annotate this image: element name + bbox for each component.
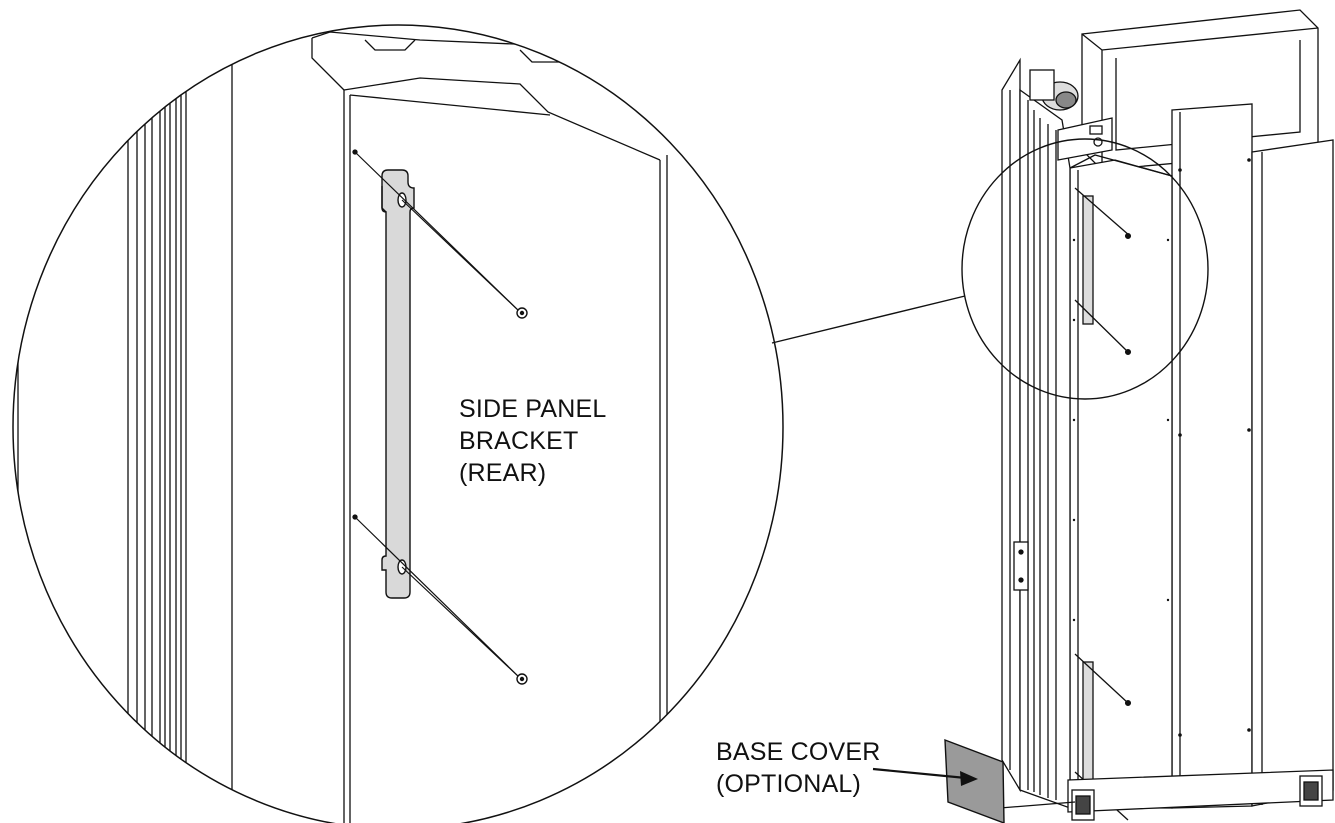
unit-bracket-top bbox=[1074, 187, 1132, 356]
base-frame bbox=[999, 769, 1334, 821]
base-cover bbox=[944, 738, 1005, 823]
label-line: (OPTIONAL) bbox=[716, 770, 862, 798]
label-line: BRACKET bbox=[459, 427, 579, 455]
channel-profile-lines bbox=[17, 25, 668, 823]
detail-magnifier bbox=[12, 24, 784, 823]
side-panel-bracket-label: SIDE PANEL BRACKET (REAR) bbox=[459, 393, 606, 489]
rear-panel bbox=[1171, 103, 1253, 809]
detail-reference-circle bbox=[961, 138, 1209, 400]
rivet-dots bbox=[1072, 158, 1251, 737]
motor-assembly bbox=[1029, 69, 1113, 161]
label-line: BASE COVER bbox=[716, 738, 881, 766]
magnifier-outline bbox=[12, 24, 784, 823]
base-cover-label: BASE COVER (OPTIONAL) bbox=[716, 736, 881, 800]
base-cover-arrow bbox=[872, 767, 978, 786]
unit-assembly bbox=[961, 9, 1334, 821]
panel-top-cap bbox=[311, 31, 661, 161]
right-side-panel bbox=[1251, 139, 1334, 807]
screw-top bbox=[516, 307, 528, 319]
detail-connector-line bbox=[771, 295, 966, 344]
label-line: (REAR) bbox=[459, 459, 547, 487]
side-panel-bracket bbox=[381, 169, 415, 599]
screw-bottom bbox=[516, 673, 528, 685]
screw-leader-lines bbox=[354, 151, 521, 679]
vertical-rail bbox=[1001, 57, 1071, 809]
hinge-plate bbox=[1013, 541, 1029, 591]
label-line: SIDE PANEL bbox=[459, 395, 607, 423]
